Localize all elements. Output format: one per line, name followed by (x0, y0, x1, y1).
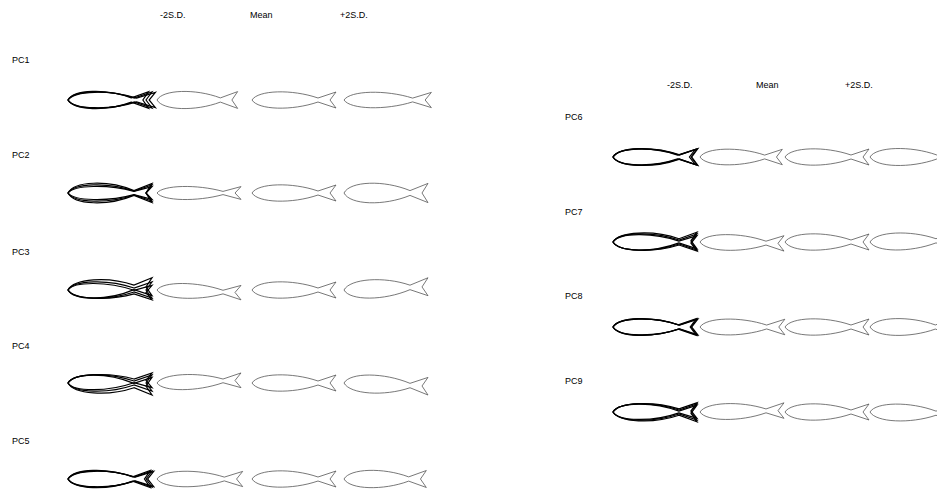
column-header: Mean (756, 81, 779, 90)
column-header: +2S.D. (340, 11, 368, 20)
pc-label: PC4 (12, 342, 30, 351)
pc-label: PC3 (12, 248, 30, 257)
pc-label: PC6 (565, 113, 583, 122)
pc-label: PC7 (565, 208, 583, 217)
column-header: -2S.D. (160, 11, 186, 20)
column-header: -2S.D. (667, 81, 693, 90)
column-header: +2S.D. (845, 81, 873, 90)
column-header: Mean (250, 11, 273, 20)
pc-label: PC5 (12, 437, 30, 446)
pc-label: PC8 (565, 292, 583, 301)
pc-label: PC1 (12, 56, 30, 65)
pc-label: PC2 (12, 151, 30, 160)
pc-label: PC9 (565, 377, 583, 386)
